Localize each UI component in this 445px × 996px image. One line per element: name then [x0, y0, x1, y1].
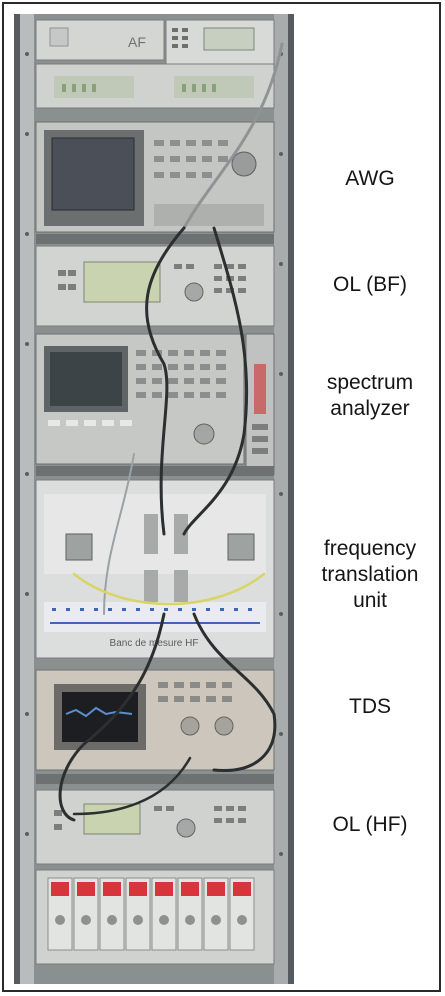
top-unit-right	[165, 19, 275, 65]
spectrum-analyzer-instrument	[35, 333, 245, 465]
label-ol-hf: OL (HF)	[332, 813, 408, 836]
equipment-rack-photo: AF	[14, 14, 294, 984]
label-awg: AWG	[345, 167, 395, 190]
panel-inscription: Banc de mesure HF	[110, 638, 199, 649]
side-instrument	[245, 333, 275, 475]
top-unit-left: AF	[35, 19, 165, 61]
connection-cables	[58, 42, 284, 822]
power-supply-modules	[35, 869, 275, 965]
top-unit-panel-2	[35, 63, 275, 109]
label-ol-bf: OL (BF)	[333, 273, 407, 296]
frequency-translation-unit: Banc de mesure HF	[35, 479, 275, 659]
label-tds: TDS	[349, 695, 391, 718]
label-spectrum-analyzer: spectrum analyzer	[326, 371, 414, 420]
label-frequency-translation-unit: frequency translation unit	[321, 537, 419, 612]
top-unit-brand: AF	[128, 34, 146, 50]
awg-instrument	[35, 121, 275, 233]
rack-right-rail	[274, 14, 288, 984]
tds-instrument	[35, 669, 275, 771]
ol-bf-instrument	[35, 245, 275, 327]
rack-left-rail	[20, 14, 34, 984]
ol-hf-instrument	[35, 789, 275, 865]
